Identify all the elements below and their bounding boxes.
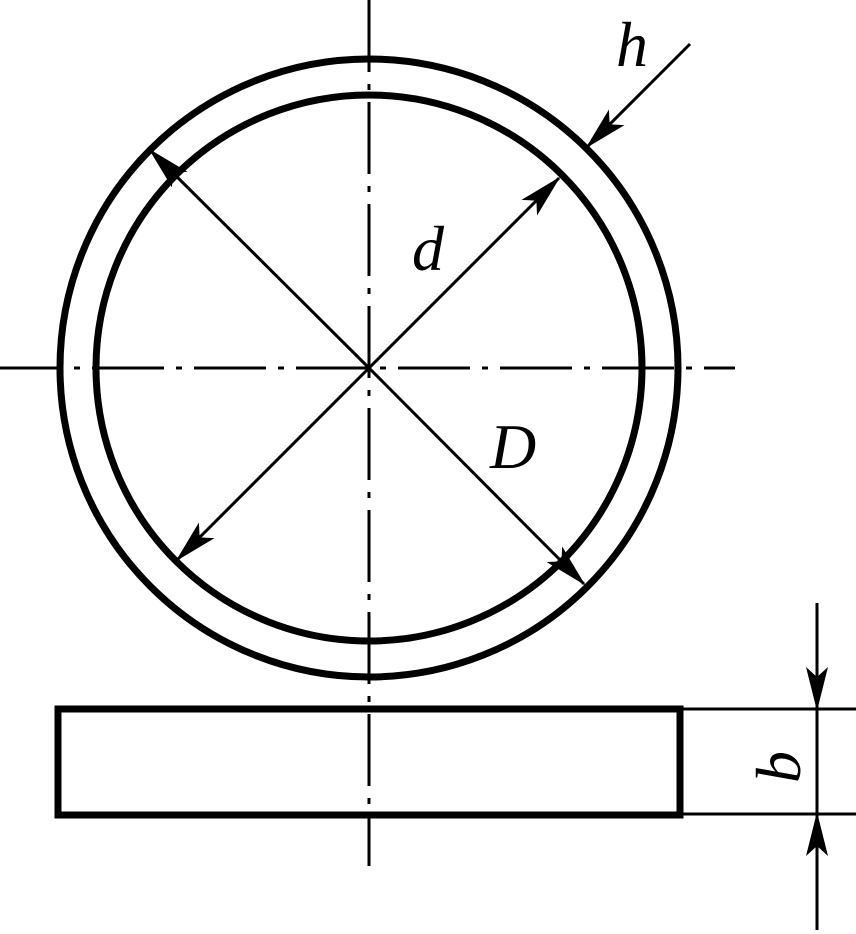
inner-diameter-label: d	[412, 213, 445, 284]
thickness-label: h	[616, 9, 648, 80]
inner-diameter-dimension-line	[367, 176, 561, 370]
outer-diameter-dimension-line-upper	[148, 148, 371, 370]
outer-diameter-label: D	[489, 411, 536, 482]
outer-diameter-dimension-line-lower	[367, 366, 586, 586]
side-view-rectangle	[54, 705, 684, 819]
inner-circle	[92, 91, 646, 645]
width-label: b	[743, 751, 814, 783]
outer-circle	[56, 55, 682, 681]
thickness-leader-line	[585, 42, 692, 149]
inner-diameter-dimension-line-lower	[175, 366, 371, 562]
